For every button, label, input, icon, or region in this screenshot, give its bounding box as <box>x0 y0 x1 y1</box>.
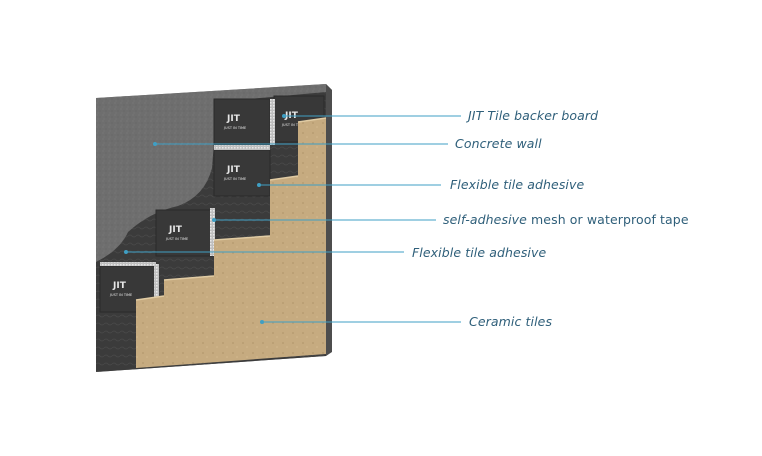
board-tagline: JUST IN TIME <box>281 123 304 127</box>
label-flexible-adhesive-1: Flexible tile adhesive <box>450 177 585 192</box>
label-flexible-adhesive-2: Flexible tile adhesive <box>412 245 547 260</box>
mesh-tape-3 <box>210 208 215 256</box>
label-backer-board: JIT Tile backer board <box>468 108 599 123</box>
leader-dot <box>282 114 286 118</box>
label-concrete-wall: Concrete wall <box>455 136 542 151</box>
board-logo: JIT <box>168 225 183 235</box>
leader-dot <box>153 142 157 146</box>
board-tagline: JUST IN TIME <box>165 237 188 241</box>
backer-board-4 <box>155 209 213 257</box>
board-tagline: JUST IN TIME <box>109 293 132 297</box>
leader-dot <box>260 320 264 324</box>
mesh-tape-5 <box>100 262 156 266</box>
backer-board-5 <box>99 265 157 313</box>
backer-board-1 <box>213 98 271 146</box>
board-tagline: JUST IN TIME <box>223 126 246 130</box>
board-logo: JIT <box>112 281 127 291</box>
label-mesh-tape-suffix: mesh or waterproof tape <box>526 212 689 227</box>
label-ceramic-tiles: Ceramic tiles <box>469 314 553 329</box>
ceramic-tiles-layer <box>136 118 326 368</box>
board-logo: JIT <box>226 114 241 124</box>
leader-dot <box>124 250 128 254</box>
tile-edge <box>135 117 327 301</box>
leader-dot <box>257 183 261 187</box>
label-mesh-tape-prefix: self-adhesive <box>443 212 527 227</box>
mesh-tape-4 <box>154 264 159 312</box>
board-tagline: JUST IN TIME <box>223 177 246 181</box>
leader-lines <box>126 115 461 323</box>
leader-dots <box>124 114 286 324</box>
leader-dot <box>212 218 216 222</box>
backer-board-3 <box>213 149 271 197</box>
label-mesh-tape: self-adhesive mesh or waterproof tape <box>443 212 689 227</box>
mesh-tape-1 <box>270 99 275 145</box>
mesh-tape-2 <box>214 145 270 150</box>
board-logo: JIT <box>226 165 241 175</box>
